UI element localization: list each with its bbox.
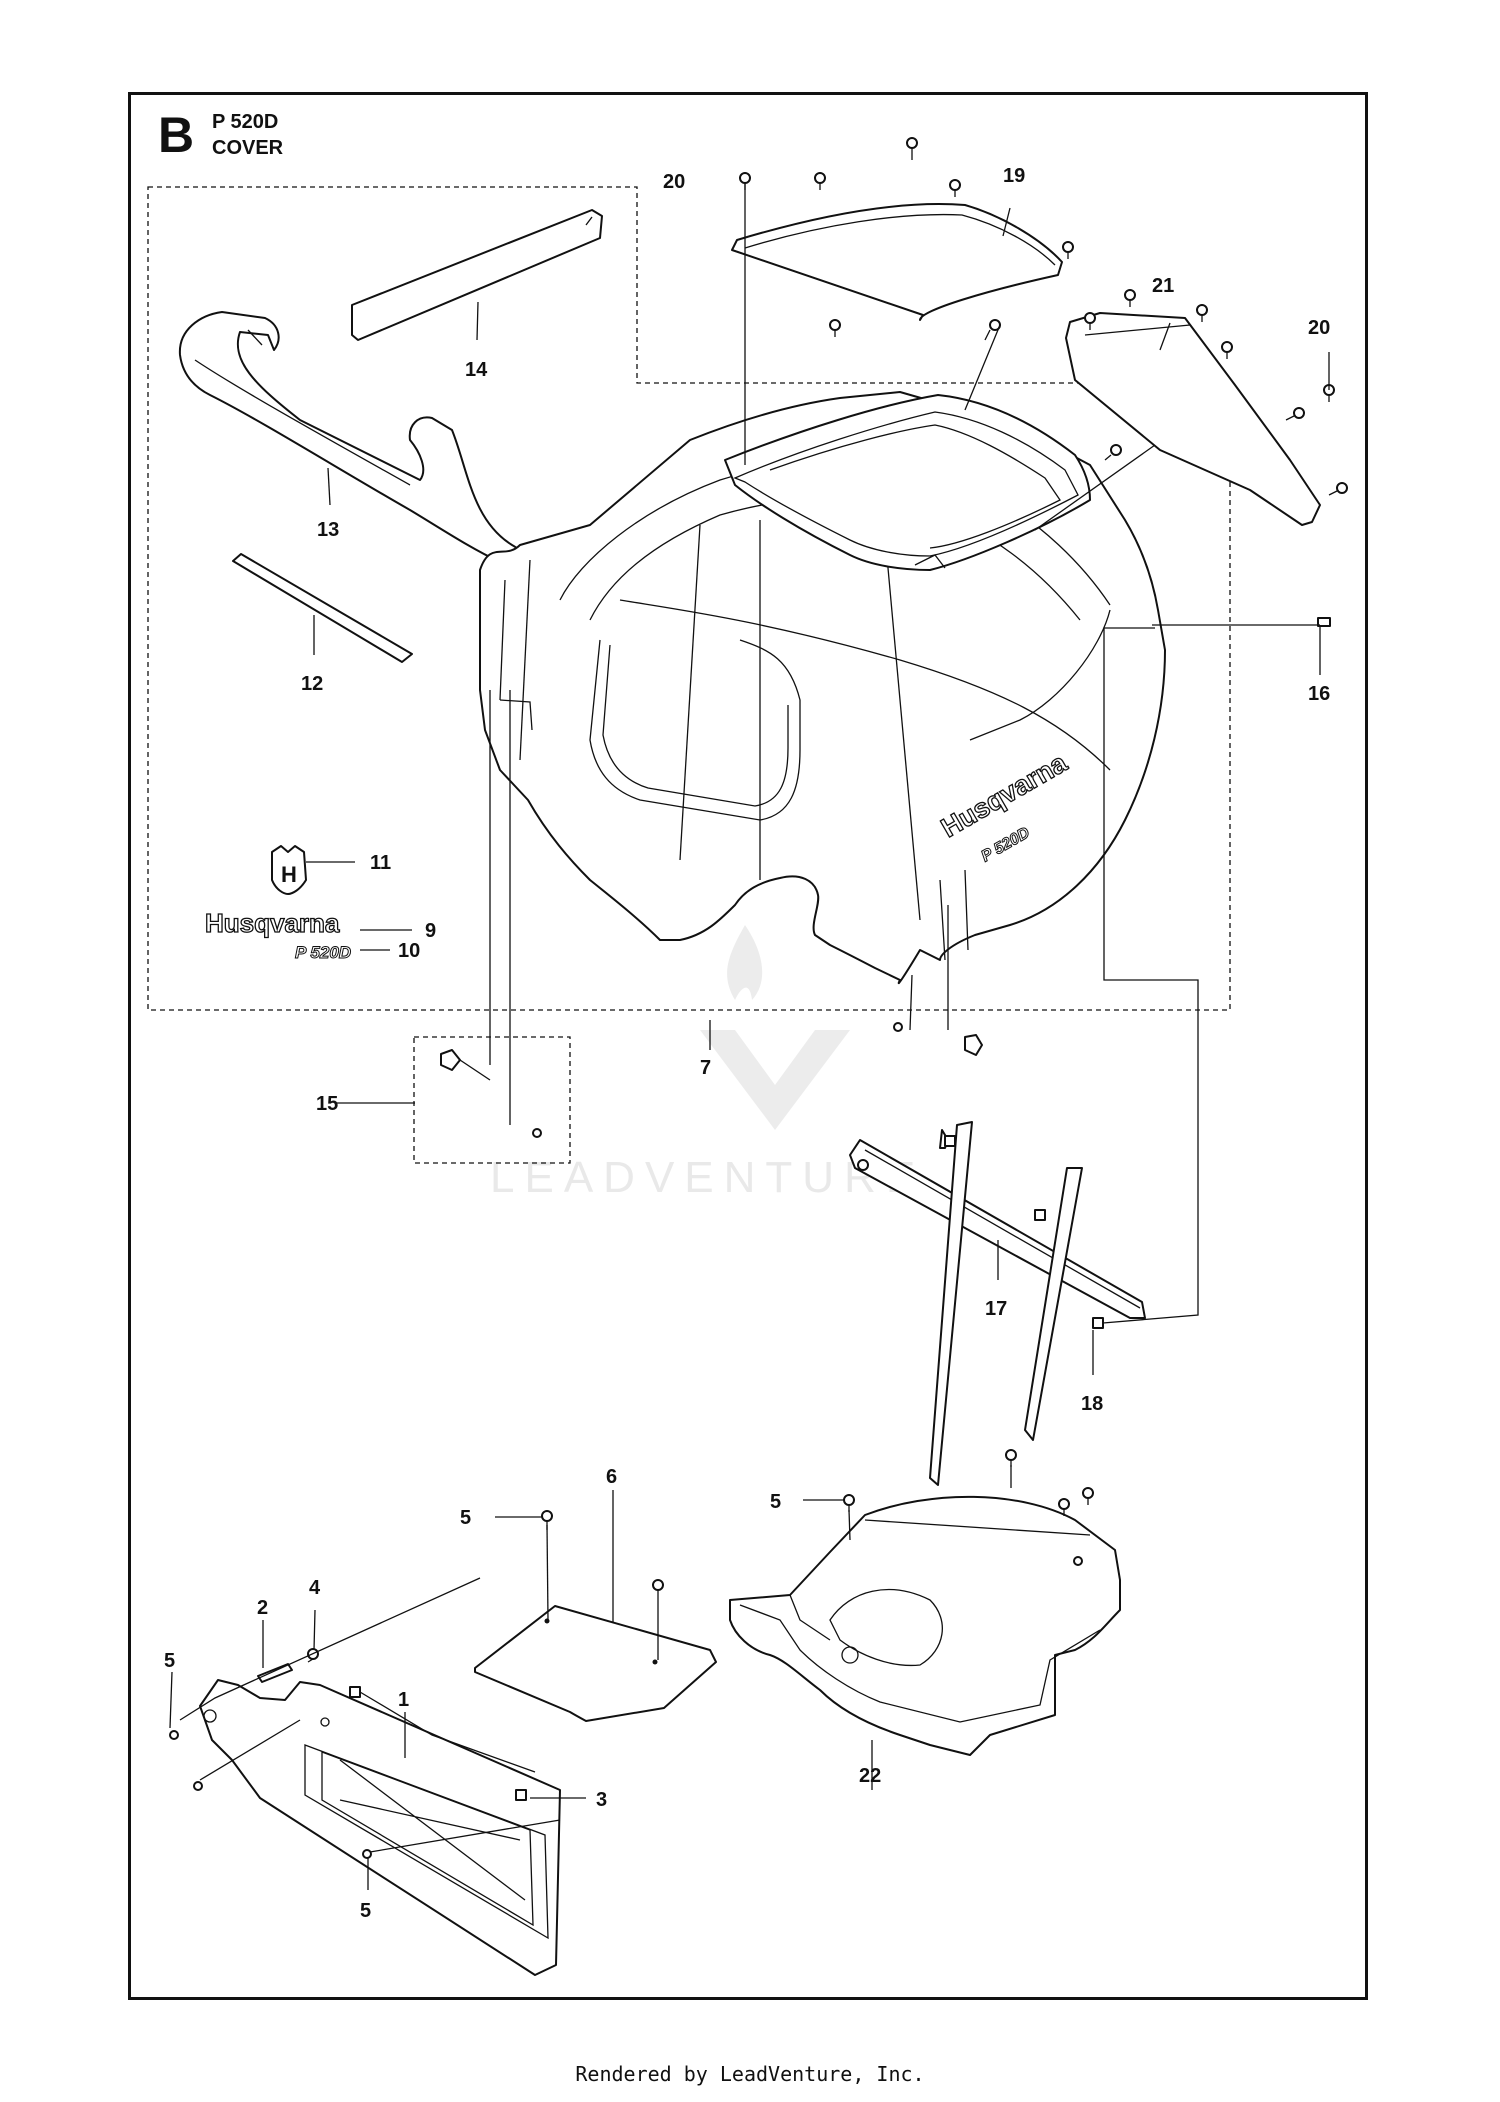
screw-icon [1221,341,1233,359]
callout-5: 5 [360,1900,371,1922]
cover-top-opening [724,394,1091,571]
watermark: LEADVENTURE [490,925,925,1202]
screw-icon [1062,241,1074,259]
part-1-duct [199,1679,561,1976]
section-letter: B [158,107,195,163]
clip-icon [944,1135,956,1147]
clip-icon [1034,1209,1046,1221]
hardware-fasteners [169,137,1348,1859]
part-21-side-panel [1065,312,1321,526]
callout-5: 5 [460,1507,471,1529]
section-label: COVER [212,137,284,159]
callout-11: 11 [370,852,391,874]
clip-icon [1092,1317,1104,1329]
part-22-lower-shroud [729,1495,1121,1756]
watermark-text: LEADVENTURE [490,1153,925,1202]
part-9-10-decals: Husqvarna P 520D [204,907,351,962]
callout-3: 3 [596,1789,607,1811]
part-10-model-decal: P 520D [295,943,351,962]
callout-6: 6 [606,1466,617,1488]
screw-icon [843,1494,855,1512]
screw-icon [949,179,961,197]
callout-14: 14 [465,359,488,381]
callout-4: 4 [309,1577,321,1599]
clip-icon [964,1034,983,1056]
callout-16: 16 [1308,683,1330,705]
callout-2: 2 [257,1597,268,1619]
screw-icon [893,1022,903,1032]
screw-icon [1082,1487,1094,1505]
callout-15: 15 [316,1093,338,1115]
leader-lines [169,182,1330,1890]
callout-12: 12 [301,673,323,695]
part-12-strip [232,553,413,663]
callout-5: 5 [770,1491,781,1513]
part-6-plate [474,1605,717,1722]
callout-13: 13 [317,519,339,541]
part-19-top-panel [731,203,1063,321]
callout-17: 17 [985,1298,1007,1320]
screw-icon [193,1781,203,1791]
screw-icon [857,1159,869,1171]
callout-5: 5 [164,1650,175,1672]
callout-22: 22 [859,1765,881,1787]
screw-icon [1328,482,1348,496]
part-9-brand-decal: Husqvarna [205,908,340,938]
model-label: P 520D [212,111,279,133]
part-13-trim [178,311,525,569]
pin-icon [257,1663,293,1683]
screw-icon [1058,1498,1070,1516]
screw-icon [1317,617,1331,627]
watermark-flame-icon [727,925,763,1000]
clip-icon [349,1686,361,1698]
part-17-bracket [849,1121,1146,1486]
clip-icon [515,1789,527,1801]
screw-icon [532,1128,542,1138]
screw-icon [1196,304,1208,322]
screw-icon [1084,312,1096,330]
callout-20: 20 [663,171,685,193]
callout-1: 1 [398,1689,409,1711]
fastener-group-box [413,1036,571,1164]
svg-text:H: H [281,862,297,887]
screw-icon [362,1849,372,1859]
screw-icon [1005,1449,1017,1467]
screw-icon [829,319,841,337]
part-14-strip [351,209,603,341]
callout-18: 18 [1081,1393,1103,1415]
screw-icon [906,137,918,160]
screw-icon [1104,444,1122,461]
part-11-emblem: H [271,845,307,895]
callout-7: 7 [700,1057,711,1079]
watermark-v-icon [700,1030,850,1130]
callout-19: 19 [1003,165,1025,187]
screw-icon [169,1730,179,1740]
callout-21: 21 [1152,275,1174,297]
callout-20: 20 [1308,317,1330,339]
screw-icon [814,172,826,190]
screw-icon [1124,289,1136,307]
screw-icon [652,1579,664,1597]
screw-icon [1073,1556,1083,1566]
footer-credit: Rendered by LeadVenture, Inc. [575,2062,925,2086]
screw-icon [1285,407,1305,421]
diagram-frame [128,92,1368,2000]
callout-10: 10 [398,940,420,962]
callout-numbers: 20 19 21 20 14 13 12 16 11 9 10 7 15 17 … [164,165,1330,1922]
clip-icon [440,1049,461,1071]
callout-9: 9 [425,920,436,942]
